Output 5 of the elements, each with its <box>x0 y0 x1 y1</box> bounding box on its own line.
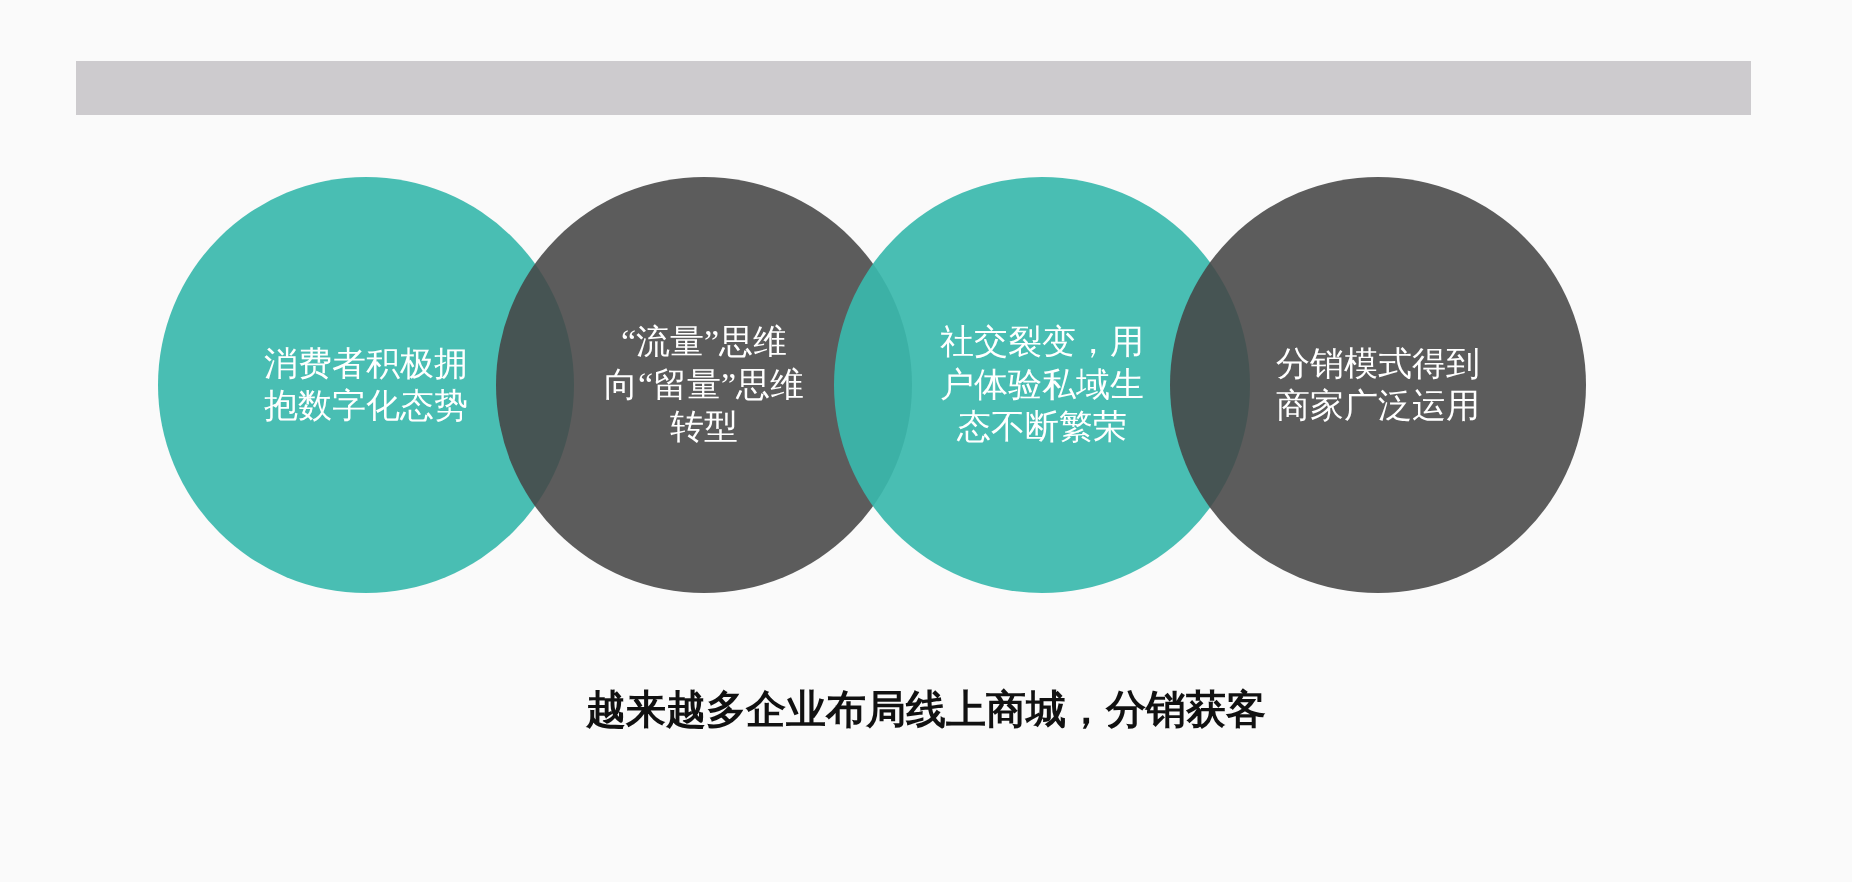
circle-text: “流量”思维向“留量”思维转型 <box>602 322 806 448</box>
caption: 越来越多企业布局线上商城，分销获客 <box>586 687 1266 732</box>
circle-text: 分销模式得到商家广泛运用 <box>1275 343 1481 426</box>
circle-text: 消费者积极拥抱数字化态势 <box>263 343 469 426</box>
circle-text: 社交裂变，用户体验私域生态不断繁荣 <box>939 322 1145 448</box>
